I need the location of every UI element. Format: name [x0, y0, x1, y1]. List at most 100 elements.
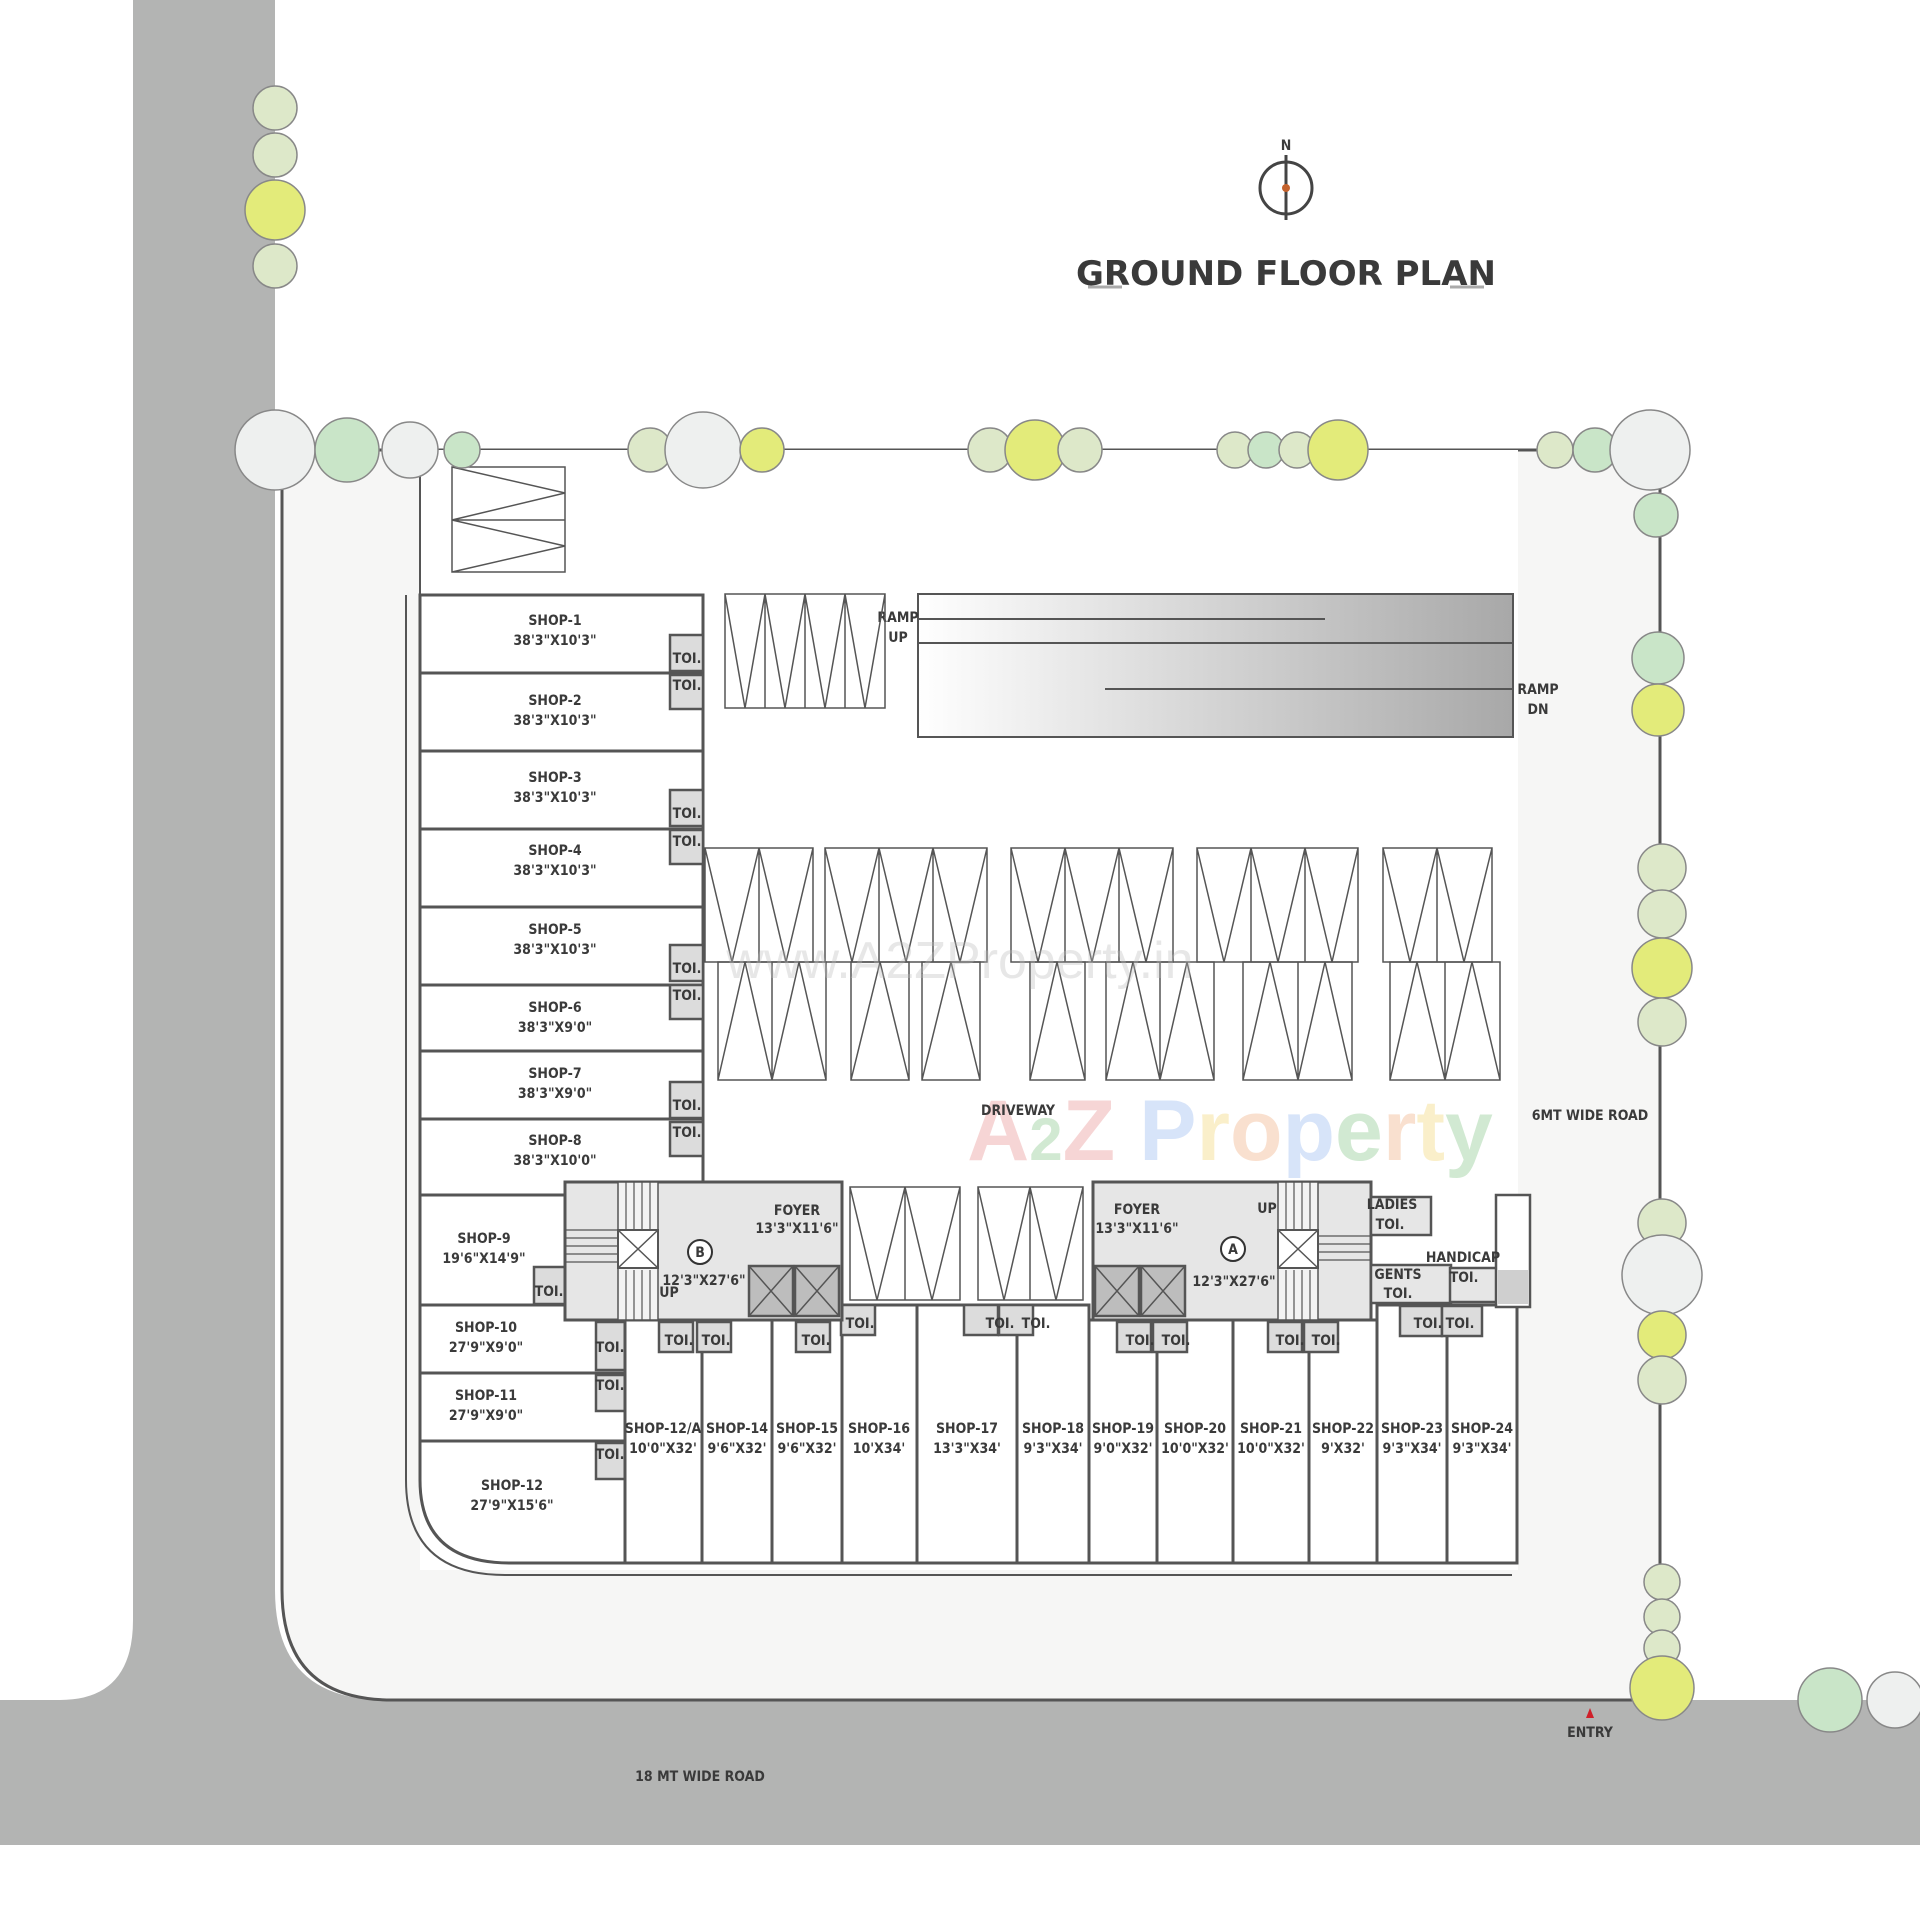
svg-text:TOI.: TOI. — [673, 961, 702, 977]
svg-text:TOI.: TOI. — [673, 678, 702, 694]
svg-text:10'0"X32': 10'0"X32' — [629, 1441, 697, 1457]
shop-label: SHOP-24 — [1451, 1421, 1513, 1437]
shop-label: SHOP-12 — [481, 1478, 543, 1494]
svg-text:TOI.: TOI. — [1022, 1316, 1051, 1332]
north-label: N — [1281, 138, 1292, 154]
svg-text:38'3"X9'0": 38'3"X9'0" — [518, 1086, 592, 1102]
entry-label: ENTRY — [1567, 1725, 1614, 1741]
handicap-toilet-label: HANDICAP — [1426, 1250, 1500, 1266]
svg-text:38'3"X9'0": 38'3"X9'0" — [518, 1020, 592, 1036]
bottom-shop-labels: SHOP-12/A10'0"X32' SHOP-149'6"X32' SHOP-… — [625, 1421, 1513, 1457]
svg-text:TOI.: TOI. — [596, 1340, 625, 1356]
svg-text:TOI.: TOI. — [702, 1333, 731, 1349]
parking-bays — [451, 466, 1501, 1301]
left-shops — [405, 593, 1512, 1576]
svg-text:UP: UP — [1257, 1201, 1276, 1217]
svg-text:27'9"X9'0": 27'9"X9'0" — [449, 1340, 523, 1356]
entry-arrow-icon — [1586, 1708, 1594, 1718]
svg-text:9'3"X34': 9'3"X34' — [1023, 1441, 1082, 1457]
svg-text:38'3"X10'0": 38'3"X10'0" — [513, 1153, 596, 1169]
ladies-toilet-label: LADIES — [1367, 1197, 1418, 1213]
svg-text:TOI.: TOI. — [1162, 1333, 1191, 1349]
svg-text:TOI.: TOI. — [596, 1378, 625, 1394]
plan-title: GROUND FLOOR PLAN — [1076, 254, 1496, 294]
svg-text:UP: UP — [888, 630, 907, 646]
core-a: A 12'3"X27'6" UP FOYER 13'3"X11'6" — [1091, 1180, 1373, 1322]
svg-text:9'3"X34': 9'3"X34' — [1382, 1441, 1441, 1457]
shop-label: SHOP-10 — [455, 1320, 517, 1336]
north-compass: N — [1258, 138, 1314, 220]
svg-text:10'0"X32': 10'0"X32' — [1161, 1441, 1229, 1457]
gents-toilet-label: GENTS — [1374, 1267, 1421, 1283]
watermark: www.A2ZProperty.in A2Z Property — [725, 932, 1493, 1179]
ramp-up-label: RAMP — [877, 610, 918, 626]
core-a-tag: A — [1228, 1242, 1238, 1258]
svg-text:38'3"X10'3": 38'3"X10'3" — [513, 633, 596, 649]
svg-text:TOI.: TOI. — [1376, 1217, 1405, 1233]
svg-text:9'6"X32': 9'6"X32' — [707, 1441, 766, 1457]
public-toilets: LADIES TOI. GENTS TOI. HANDICAP TOI. — [1367, 1193, 1532, 1309]
svg-text:TOI.: TOI. — [1414, 1316, 1443, 1332]
shop-label: SHOP-8 — [528, 1133, 581, 1149]
svg-text:TOI.: TOI. — [802, 1333, 831, 1349]
bottom-toilets — [657, 1303, 1484, 1354]
foyer-b-label: FOYER — [774, 1203, 821, 1219]
svg-text:TOI.: TOI. — [1446, 1316, 1475, 1332]
main-road-label: 18 MT WIDE ROAD — [635, 1769, 765, 1785]
svg-text:27'9"X15'6": 27'9"X15'6" — [470, 1498, 553, 1514]
bottom-toilet-labels: TOI.TOI. TOI. TOI. TOI.TOI. TOI.TOI. TOI… — [665, 1316, 1475, 1349]
foyer-a-label: FOYER — [1114, 1202, 1161, 1218]
shop-label: SHOP-1 — [528, 613, 581, 629]
shop-label: SHOP-2 — [528, 693, 581, 709]
driveway-label: DRIVEWAY — [981, 1103, 1056, 1119]
svg-text:38'3"X10'3": 38'3"X10'3" — [513, 863, 596, 879]
svg-text:TOI.: TOI. — [596, 1447, 625, 1463]
svg-text:38'3"X10'3": 38'3"X10'3" — [513, 713, 596, 729]
svg-text:TOI.: TOI. — [1312, 1333, 1341, 1349]
svg-text:9'3"X34': 9'3"X34' — [1452, 1441, 1511, 1457]
core-b: B 12'3"X27'6" UP FOYER 13'3"X11'6" — [563, 1180, 844, 1322]
svg-text:DN: DN — [1528, 702, 1549, 718]
svg-text:TOI.: TOI. — [1276, 1333, 1305, 1349]
side-road-label: 6MT WIDE ROAD — [1532, 1108, 1649, 1124]
shop-label: SHOP-9 — [457, 1231, 510, 1247]
svg-text:TOI.: TOI. — [673, 988, 702, 1004]
left-toilet-labels: TOI. TOI. TOI. TOI. TOI. TOI. TOI. TOI. TOI.… — [535, 651, 702, 1463]
svg-text:TOI.: TOI. — [1450, 1270, 1479, 1286]
svg-text:TOI.: TOI. — [1384, 1286, 1413, 1302]
svg-text:38'3"X10'3": 38'3"X10'3" — [513, 942, 596, 958]
shop-label: SHOP-12/A — [625, 1421, 702, 1437]
page-title: GROUND FLOOR PLAN — [1076, 254, 1496, 294]
svg-text:TOI.: TOI. — [673, 651, 702, 667]
svg-text:A2Z Property: A2Z Property — [967, 1083, 1493, 1179]
svg-text:13'3"X11'6": 13'3"X11'6" — [755, 1221, 838, 1237]
svg-text:10'0"X32': 10'0"X32' — [1237, 1441, 1305, 1457]
svg-text:13'3"X34': 13'3"X34' — [933, 1441, 1001, 1457]
svg-text:TOI.: TOI. — [1126, 1333, 1155, 1349]
shop-label: SHOP-15 — [776, 1421, 838, 1437]
svg-text:TOI.: TOI. — [665, 1333, 694, 1349]
ramp-down-label: RAMP — [1517, 682, 1558, 698]
shop-label: SHOP-22 — [1312, 1421, 1374, 1437]
svg-text:12'3"X27'6": 12'3"X27'6" — [1192, 1274, 1275, 1290]
left-shop-labels: SHOP-1 38'3"X10'3" SHOP-2 38'3"X10'3" SHOP… — [442, 613, 596, 1514]
svg-text:9'X32': 9'X32' — [1321, 1441, 1365, 1457]
ramp: RAMP UP RAMP DN — [877, 593, 1559, 738]
shop-label: SHOP-6 — [528, 1000, 582, 1016]
svg-text:19'6"X14'9": 19'6"X14'9" — [442, 1251, 525, 1267]
svg-text:9'6"X32': 9'6"X32' — [777, 1441, 836, 1457]
svg-text:TOI.: TOI. — [986, 1316, 1015, 1332]
svg-text:TOI.: TOI. — [673, 1098, 702, 1114]
shop-label: SHOP-4 — [528, 843, 582, 859]
svg-text:TOI.: TOI. — [673, 834, 702, 850]
svg-text:27'9"X9'0": 27'9"X9'0" — [449, 1408, 523, 1424]
svg-text:TOI.: TOI. — [846, 1316, 875, 1332]
shop-label: SHOP-11 — [455, 1388, 517, 1404]
shop-label: SHOP-7 — [528, 1066, 581, 1082]
shop-label: SHOP-19 — [1092, 1421, 1154, 1437]
shop-label: SHOP-20 — [1164, 1421, 1226, 1437]
shop-label: SHOP-23 — [1381, 1421, 1443, 1437]
svg-text:TOI.: TOI. — [673, 806, 702, 822]
shop-label: SHOP-17 — [936, 1421, 998, 1437]
